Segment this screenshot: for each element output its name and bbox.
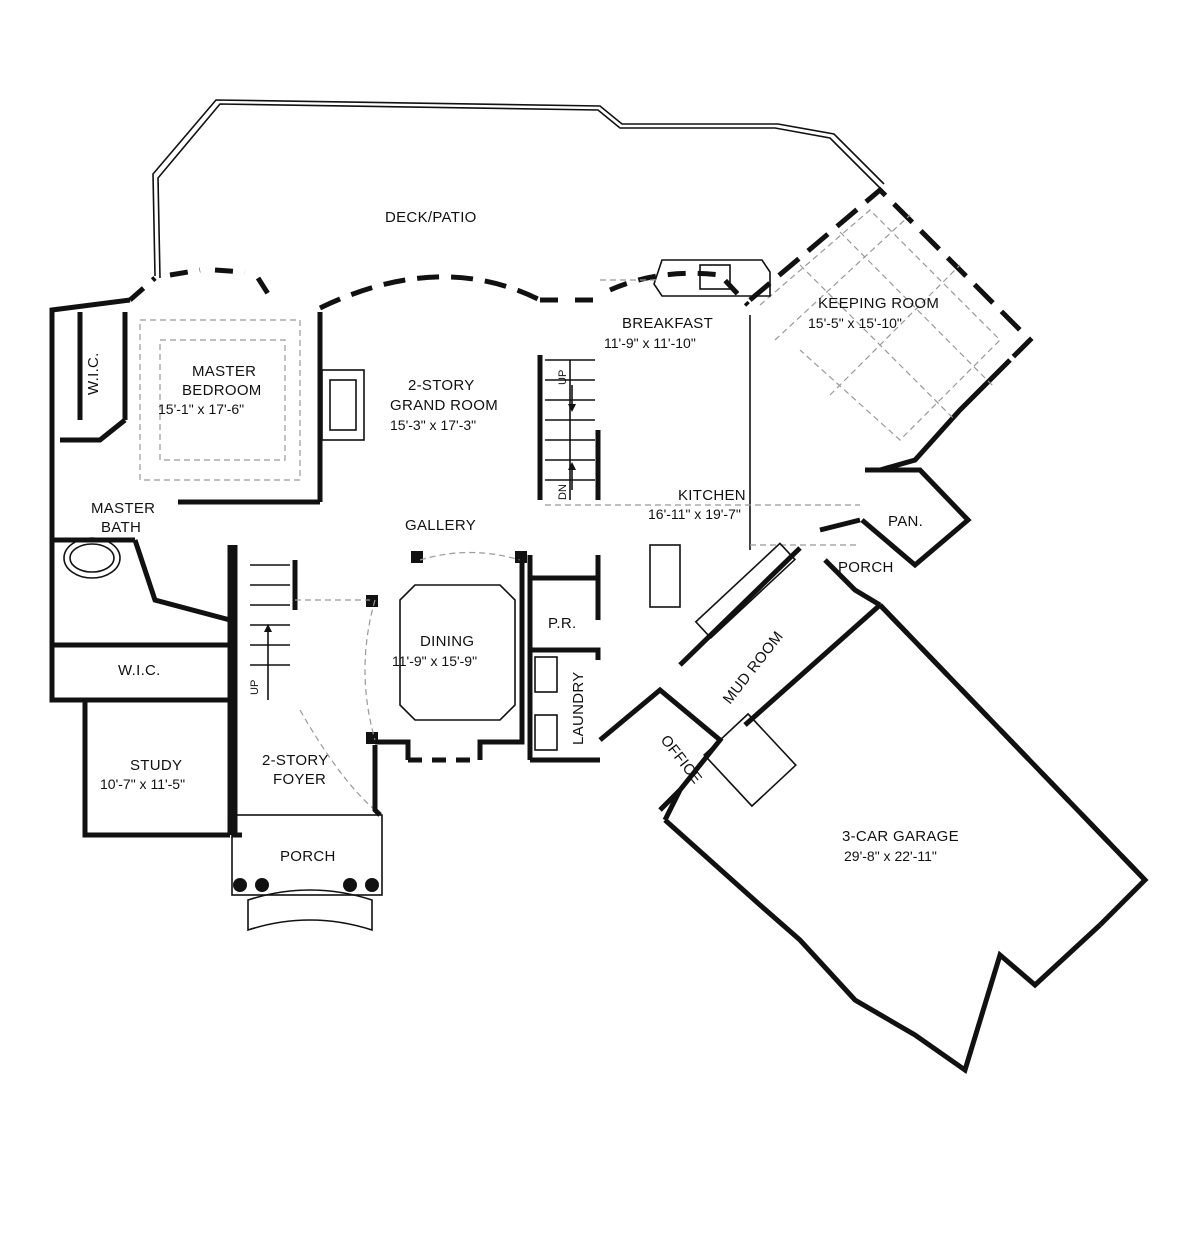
garage-walls — [662, 603, 1149, 1075]
breakfast-label: BREAKFAST — [622, 315, 713, 332]
kitchen-size: 16'-11" x 19'-7" — [648, 506, 741, 522]
grand-room-fixtures — [321, 355, 601, 500]
grand-stair-up-label: UP — [557, 370, 569, 385]
master-bath-label-2: BATH — [101, 519, 141, 536]
laundry-label: LAUNDRY — [570, 671, 587, 745]
kitchen-fixtures — [545, 259, 860, 608]
master-bath-label-1: MASTER — [91, 500, 155, 517]
grand-room-label-1: 2-STORY — [408, 377, 475, 394]
foyer-label-1: 2-STORY — [262, 752, 329, 769]
study-label: STUDY — [130, 757, 182, 774]
labels: DECK/PATIO MASTER BEDROOM 15'-1" x 17'-6… — [85, 209, 959, 865]
arrow-up-icon — [568, 462, 576, 470]
master-bedroom-label-1: MASTER — [192, 363, 256, 380]
garage-size: 29'-8" x 22'-11" — [844, 848, 937, 864]
front-walls — [82, 545, 383, 932]
wic-bottom-label: W.I.C. — [118, 662, 161, 679]
keeping-room-walls — [748, 186, 1034, 473]
master-bedroom-size: 15'-1" x 17'-6" — [158, 401, 244, 417]
dining-size: 11'-9" x 15'-9" — [392, 653, 477, 669]
keeping-room-label: KEEPING ROOM — [818, 295, 939, 312]
powder-label: P.R. — [548, 615, 576, 632]
pantry-label: PAN. — [888, 513, 923, 530]
keeping-room-size: 15'-5" x 15'-10" — [808, 315, 902, 331]
mudroom-office-walls — [598, 517, 882, 812]
master-bedroom-label-2: BEDROOM — [182, 382, 262, 399]
arrow-up-icon — [264, 624, 272, 632]
gallery-label: GALLERY — [405, 517, 476, 534]
dining-label: DINING — [420, 633, 474, 650]
stair-arrows — [264, 385, 576, 700]
grand-stair-down-label: DN — [557, 484, 569, 500]
pantry-walls — [860, 467, 972, 569]
front-porch-label: PORCH — [280, 848, 336, 865]
breakfast-size: 11'-9" x 11'-10" — [604, 335, 696, 351]
garage-label: 3-CAR GARAGE — [842, 828, 959, 845]
master-suite-walls — [49, 297, 323, 703]
grand-room-size: 15'-3" x 17'-3" — [390, 417, 476, 433]
grand-room-label-2: GRAND ROOM — [390, 397, 498, 414]
foyer-label-2: FOYER — [273, 771, 326, 788]
deck-outline — [152, 99, 885, 279]
arrow-down-icon — [568, 404, 576, 412]
dining-walls — [290, 499, 527, 763]
deck-label: DECK/PATIO — [385, 209, 477, 226]
rear-bays — [128, 267, 750, 311]
study-size: 10'-7" x 11'-5" — [100, 776, 185, 792]
side-porch-label: PORCH — [838, 559, 894, 576]
powder-laundry-walls — [527, 555, 601, 763]
foyer-stair-up-label: UP — [249, 680, 261, 695]
office-label: OFFICE — [657, 732, 705, 787]
wic-top-label: W.I.C. — [85, 352, 102, 395]
kitchen-label: KITCHEN — [678, 487, 746, 504]
